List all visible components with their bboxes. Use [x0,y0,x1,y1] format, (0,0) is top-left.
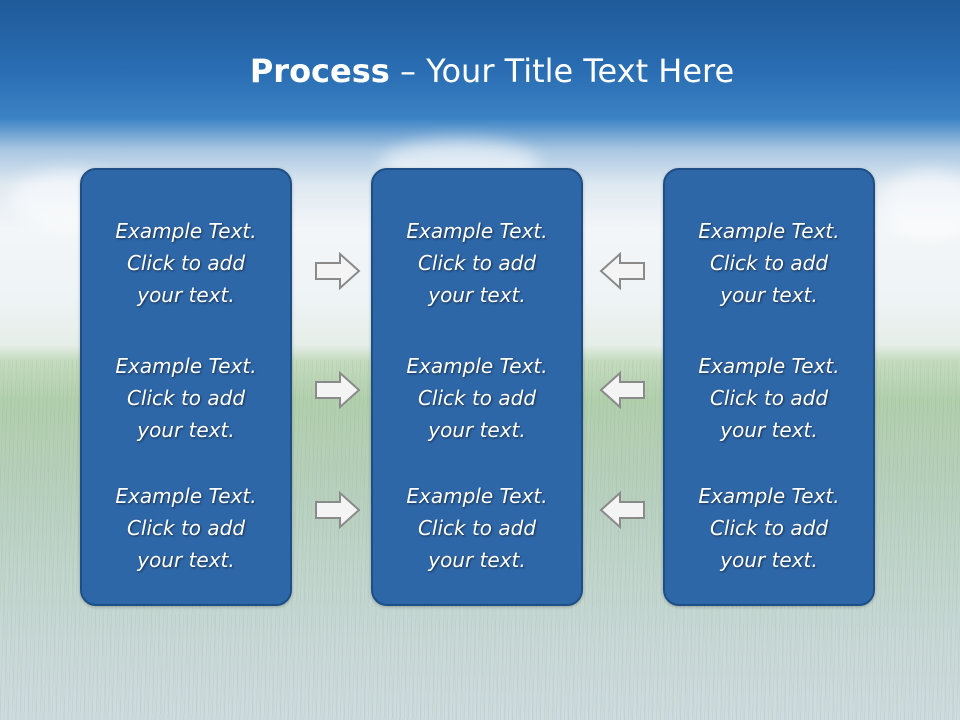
text-line: Click to add [709,516,829,540]
text-line: Click to add [417,386,537,410]
text-line: Example Text. [698,484,840,508]
process-box-right[interactable]: Example Text. Click to add your text. Ex… [663,168,875,606]
text-block[interactable]: Example Text. Click to add your text. [373,350,581,446]
text-line: your text. [720,283,818,307]
text-line: Example Text. [406,354,548,378]
text-block[interactable]: Example Text. Click to add your text. [82,350,290,446]
text-block[interactable]: Example Text. Click to add your text. [82,480,290,576]
text-line: your text. [137,548,235,572]
text-block[interactable]: Example Text. Click to add your text. [82,215,290,311]
text-line: Click to add [709,386,829,410]
arrow-right-icon [315,370,361,410]
text-line: Example Text. [406,484,548,508]
arrow-right-icon [315,490,361,530]
process-box-center[interactable]: Example Text. Click to add your text. Ex… [371,168,583,606]
text-block[interactable]: Example Text. Click to add your text. [665,480,873,576]
text-line: Click to add [126,386,246,410]
text-line: your text. [428,418,526,442]
text-line: Click to add [417,251,537,275]
title-bold: Process [249,52,390,90]
title-separator: – [389,52,427,90]
slide-title[interactable]: Process – Your Title Text Here [0,52,960,90]
text-line: Example Text. [406,219,548,243]
text-line: your text. [428,283,526,307]
title-rest: Your Title Text Here [426,52,735,90]
text-block[interactable]: Example Text. Click to add your text. [373,480,581,576]
arrow-right-icon [315,251,361,291]
arrow-left-icon [599,490,645,530]
text-block[interactable]: Example Text. Click to add your text. [665,350,873,446]
text-line: Example Text. [698,219,840,243]
text-line: your text. [720,548,818,572]
cloud [880,170,960,240]
text-line: Example Text. [115,484,257,508]
text-block[interactable]: Example Text. Click to add your text. [665,215,873,311]
arrow-left-icon [599,370,645,410]
text-line: Click to add [126,251,246,275]
text-line: Example Text. [115,219,257,243]
text-line: Click to add [126,516,246,540]
text-line: your text. [428,548,526,572]
text-line: your text. [137,418,235,442]
text-line: Example Text. [115,354,257,378]
text-line: your text. [720,418,818,442]
process-box-left[interactable]: Example Text. Click to add your text. Ex… [80,168,292,606]
text-line: your text. [137,283,235,307]
arrow-left-icon [599,251,645,291]
text-block[interactable]: Example Text. Click to add your text. [373,215,581,311]
text-line: Click to add [417,516,537,540]
text-line: Example Text. [698,354,840,378]
text-line: Click to add [709,251,829,275]
